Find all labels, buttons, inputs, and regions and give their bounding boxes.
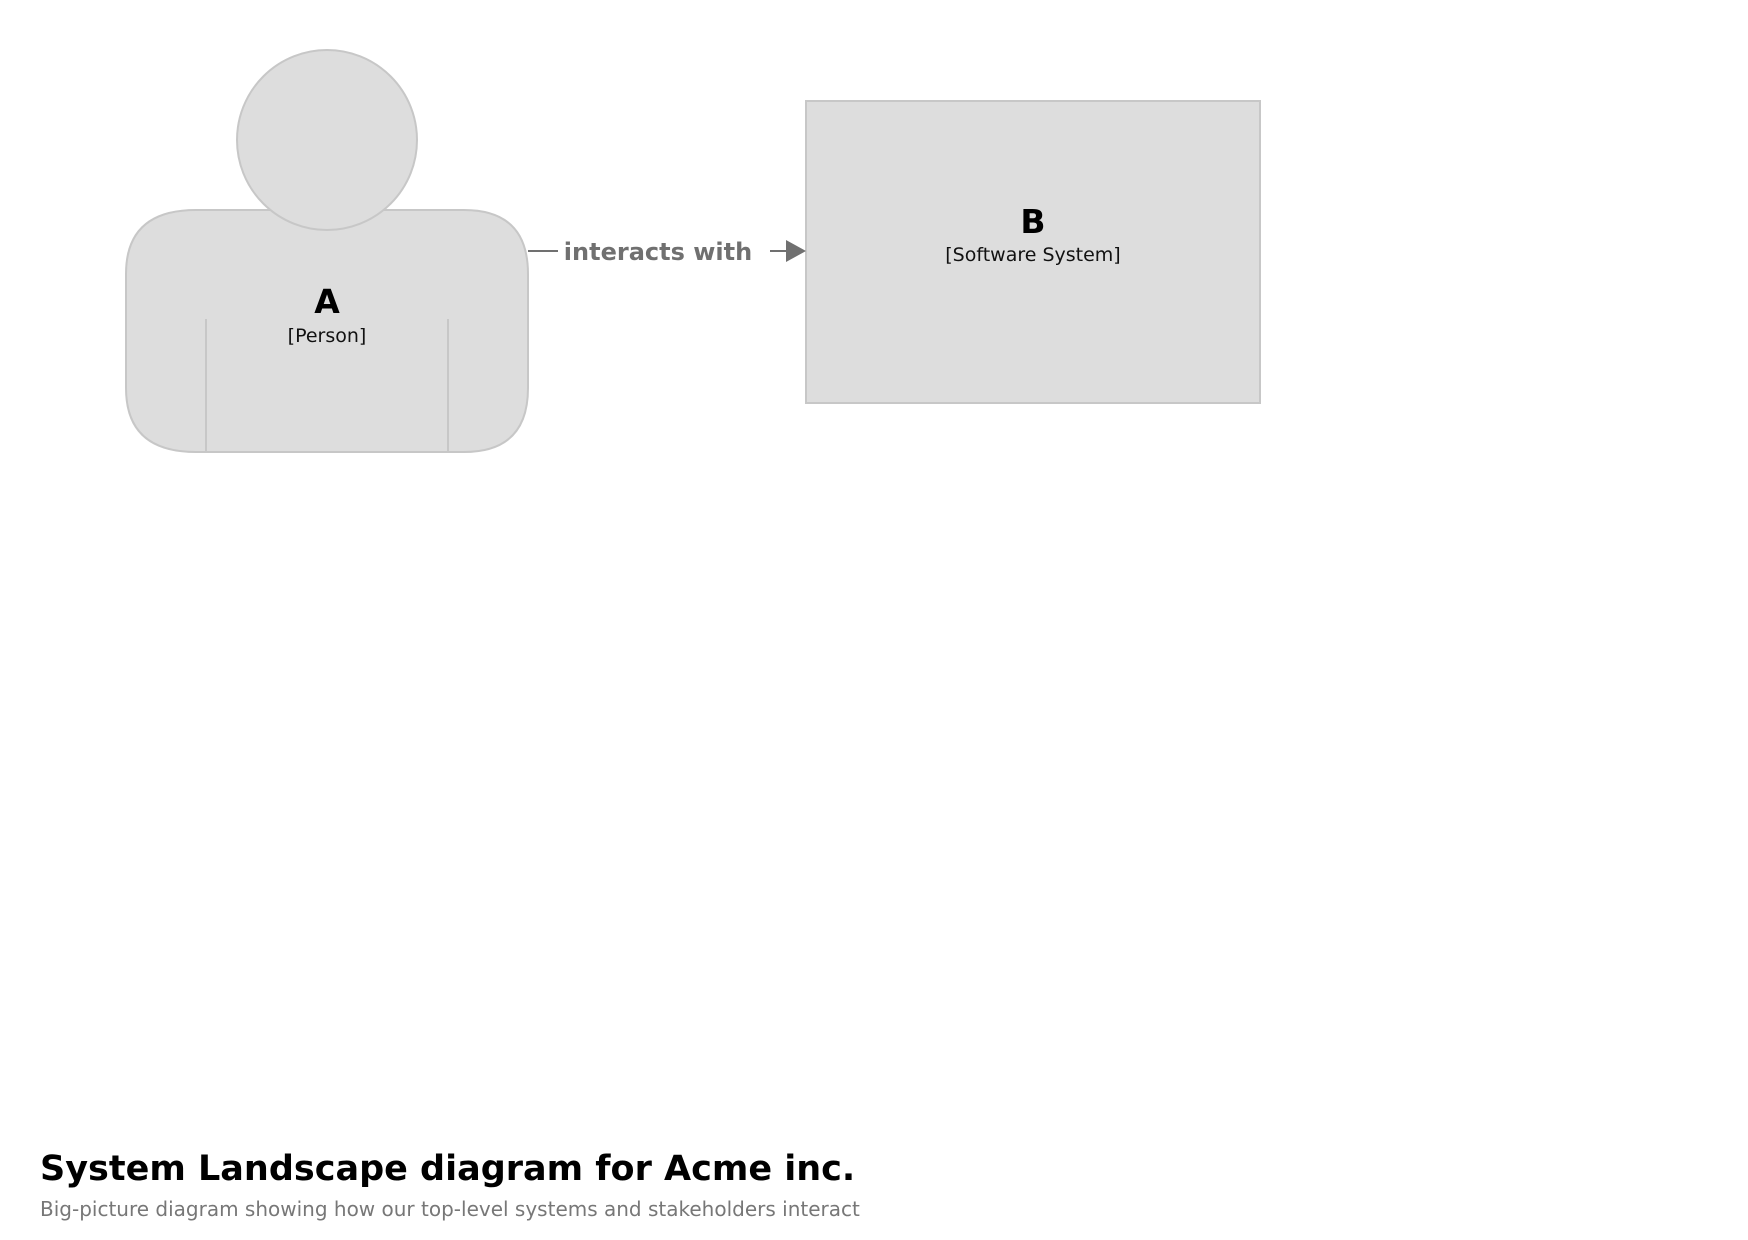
software-system-b-type: [Software System] [945, 244, 1120, 266]
software-system-b-name: B [1020, 202, 1045, 241]
person-body-shape [125, 209, 529, 453]
relationship-a-to-b[interactable]: interacts with [528, 238, 806, 266]
relationship-arrowhead [786, 240, 806, 262]
person-a-type: [Person] [288, 325, 367, 347]
software-system-box [805, 100, 1261, 404]
diagram-footer: System Landscape diagram for Acme inc. B… [40, 1148, 1440, 1222]
diagram-subtitle: Big-picture diagram showing how our top-… [40, 1197, 860, 1221]
diagram-title: System Landscape diagram for Acme inc. [40, 1149, 856, 1189]
person-a-name: A [314, 282, 340, 321]
software-system-b[interactable]: B [Software System] [805, 100, 1261, 404]
relationship-label: interacts with [564, 238, 752, 266]
person-head-shape [236, 49, 418, 231]
person-a[interactable]: A [Person] [125, 49, 529, 453]
